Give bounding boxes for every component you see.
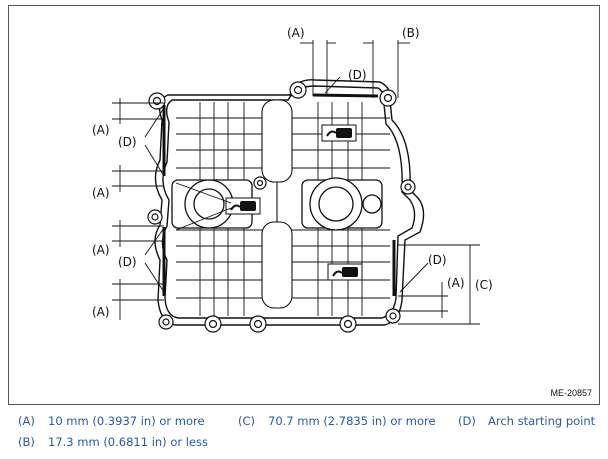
callout-d-top: (D) — [348, 68, 367, 82]
callout-b-top: (B) — [402, 26, 420, 40]
callout-d-right: (D) — [428, 253, 447, 267]
callout-a-left-1: (A) — [92, 123, 110, 137]
legend-item: (C) 70.7 mm (2.7835 in) or more — [238, 414, 436, 428]
legend-key: (B) — [18, 435, 35, 449]
legend-key: (C) — [238, 414, 256, 428]
dimension-lines — [112, 40, 480, 325]
legend-row: (B) 17.3 mm (0.6811 in) or less — [18, 435, 608, 456]
callout-d-left-2: (D) — [118, 255, 137, 269]
legend-item: (B) 17.3 mm (0.6811 in) or less — [18, 435, 208, 449]
figure-id: ME-20857 — [550, 388, 592, 398]
callout-a-top: (A) — [287, 26, 305, 40]
legend-item: (A) 10 mm (0.3937 in) or more — [18, 414, 205, 428]
bolt-bosses — [147, 81, 416, 333]
callout-c-right: (C) — [475, 278, 493, 292]
leader-lines — [144, 76, 429, 293]
sealant-icon — [327, 263, 363, 281]
callout-a-right: (A) — [447, 276, 465, 290]
callout-a-left-4: (A) — [92, 305, 110, 319]
legend-key: (D) — [458, 414, 476, 428]
callout-a-left-2: (A) — [92, 186, 110, 200]
journal-openings — [171, 177, 383, 231]
callout-a-left-3: (A) — [92, 243, 110, 257]
center-spine — [261, 99, 293, 309]
legend-text: 17.3 mm (0.6811 in) or less — [48, 435, 209, 449]
legend-text: Arch starting point — [488, 414, 596, 428]
legend-item: (D) Arch starting point — [458, 414, 595, 428]
callout-d-left-1: (D) — [118, 135, 137, 149]
engine-cover-diagram: (A) (D) (A) (A) (D) (A) (A) (B) (D) (D) … — [92, 26, 493, 333]
sealant-bead — [162, 93, 396, 296]
legend-row: (A) 10 mm (0.3937 in) or more (C) 70.7 mm … — [18, 414, 608, 435]
legend-text: 70.7 mm (2.7835 in) or more — [268, 414, 436, 428]
legend-key: (A) — [18, 414, 35, 428]
legend: (A) 10 mm (0.3937 in) or more (C) 70.7 mm … — [18, 414, 608, 456]
sealant-icon — [321, 124, 357, 142]
legend-text: 10 mm (0.3937 in) or more — [48, 414, 205, 428]
sealant-icon — [225, 197, 261, 215]
